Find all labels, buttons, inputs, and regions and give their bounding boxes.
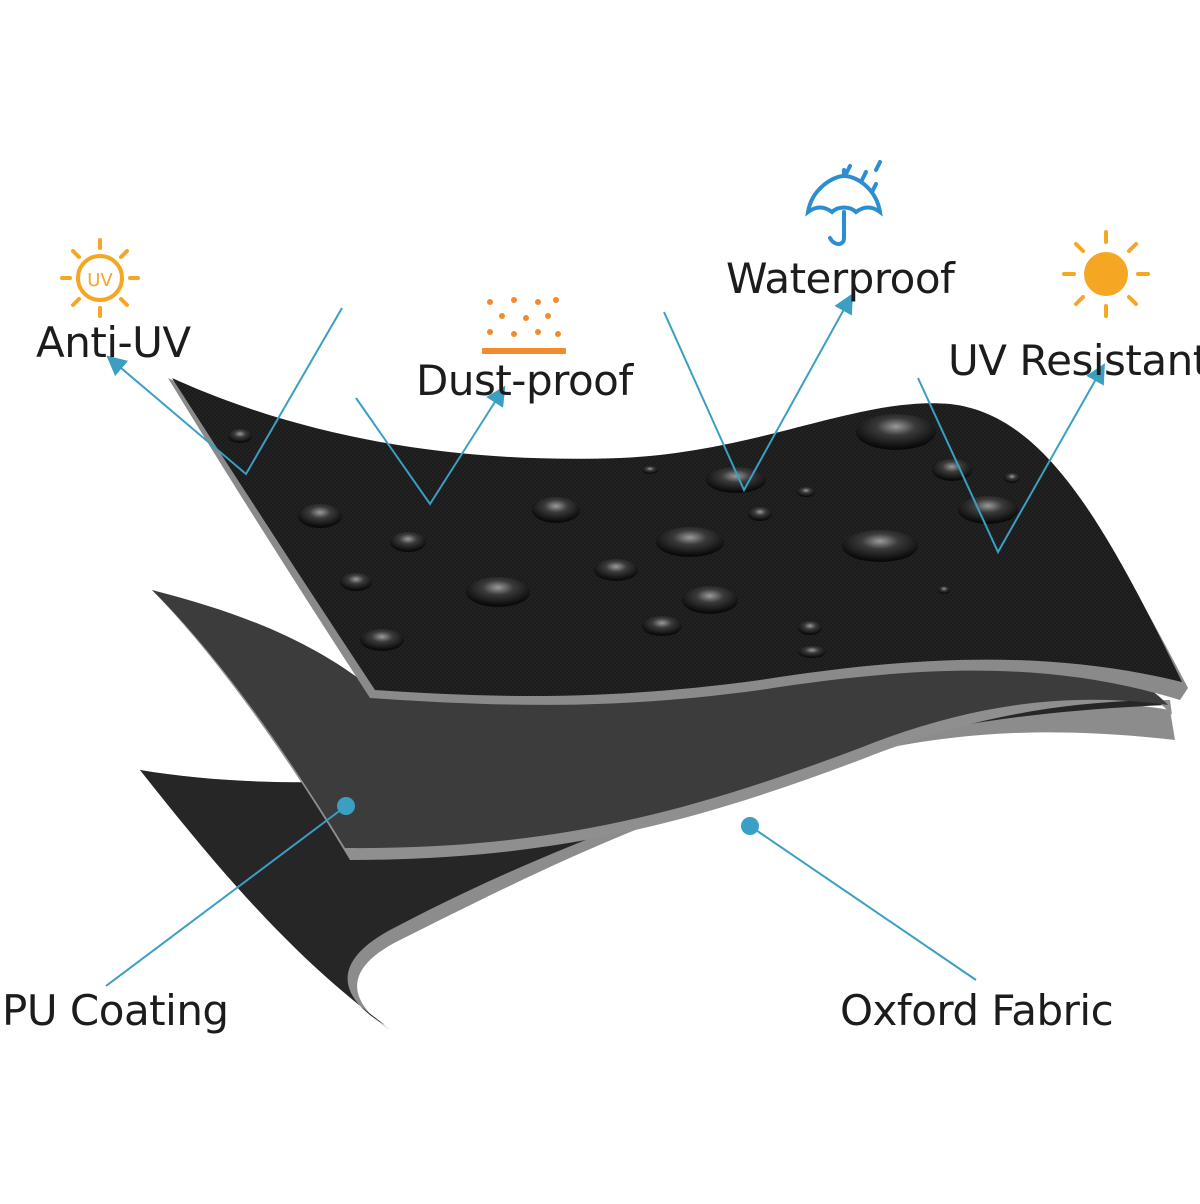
uv-resistant-callout — [917, 363, 1105, 555]
pu-coating-dot — [337, 797, 355, 815]
uv-resistant-label: UV Resistant — [948, 336, 1200, 385]
callout-lines — [105, 293, 1105, 987]
waterproof-label: Waterproof — [726, 254, 955, 303]
oxford-fabric-callout — [749, 825, 977, 981]
pu-coating-label: PU Coating — [2, 986, 229, 1035]
svg-text:UV: UV — [87, 270, 113, 291]
anti-uv-label: Anti-UV — [36, 318, 191, 367]
dust-proof-label: Dust-proof — [416, 356, 633, 405]
oxford-fabric-dot — [741, 817, 759, 835]
umbrella-rain-icon — [805, 160, 883, 246]
oxford-fabric-label: Oxford Fabric — [840, 986, 1114, 1035]
sun-icon — [1062, 230, 1150, 318]
dust-proof-callout — [355, 385, 506, 506]
dust-particles-icon — [482, 297, 566, 354]
anti-uv-callout — [106, 307, 343, 476]
uv-sun-icon: UV — [60, 238, 140, 318]
pu-coating-callout — [105, 805, 347, 987]
waterproof-callout — [663, 293, 853, 493]
